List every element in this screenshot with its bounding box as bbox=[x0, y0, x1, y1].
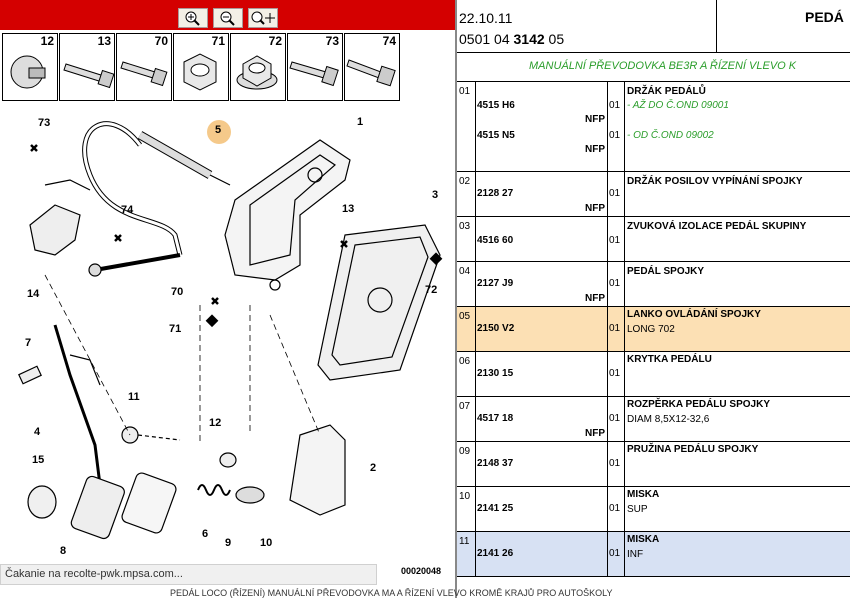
bolt-icon bbox=[289, 61, 339, 87]
status-bar: Čakanie na recolte-pwk.mpsa.com... bbox=[0, 564, 377, 585]
table-row[interactable]: 06 2130 15 01 KRYTKA PEDÁLU bbox=[457, 352, 850, 397]
flange-bolt-icon bbox=[120, 61, 168, 87]
catalog-date: 22.10.11 bbox=[459, 10, 513, 26]
callout-72: 72 bbox=[425, 284, 438, 296]
bottom-strip: PEDÁL LOCO (ŘÍZENÍ) MANUÁLNÍ PŘEVODOVKA … bbox=[170, 588, 613, 598]
callout-3: 3 bbox=[432, 189, 439, 201]
parts-header: 22.10.11 0501 04 3142 05 PEDÁ bbox=[457, 0, 850, 53]
table-row[interactable]: 03 4516 60 01 ZVUKOVÁ IZOLACE PEDÁL SKUP… bbox=[457, 217, 850, 262]
callout-9: 9 bbox=[225, 537, 232, 549]
callout-5: 5 bbox=[215, 124, 222, 136]
callout-74: 74 bbox=[121, 204, 134, 216]
diagram-reference-code: 00020048 bbox=[401, 566, 442, 576]
cap-nut-icon bbox=[10, 55, 46, 89]
callout-13: 13 bbox=[342, 203, 355, 215]
zoom-pan-button[interactable] bbox=[248, 8, 278, 28]
parts-strip: 12 13 70 71 72 73 74 bbox=[2, 33, 400, 101]
part-number: 72 bbox=[268, 34, 282, 48]
part-cell-70[interactable]: 70 bbox=[116, 33, 172, 101]
callout-2: 2 bbox=[370, 462, 377, 474]
zoom-in-icon bbox=[185, 11, 200, 26]
part-cell-12[interactable]: 12 bbox=[2, 33, 58, 101]
exploded-diagram: 73 5 1 74 13 3 14 72 70 71 7 4 11 12 2 1… bbox=[0, 105, 455, 575]
callout-7: 7 bbox=[25, 337, 32, 349]
catalog-code: 0501 04 3142 05 bbox=[459, 31, 565, 47]
diagram-panel: 12 13 70 71 72 73 74 bbox=[0, 0, 455, 585]
part-number: 73 bbox=[325, 34, 339, 48]
toolbar bbox=[0, 0, 455, 30]
hex-nut-icon bbox=[183, 53, 217, 91]
part-cell-74[interactable]: 74 bbox=[344, 33, 400, 101]
zoom-out-button[interactable] bbox=[213, 8, 243, 28]
part-number: 74 bbox=[382, 34, 396, 48]
bolt-icon bbox=[63, 63, 115, 89]
part-cell-71[interactable]: 71 bbox=[173, 33, 229, 101]
part-number: 13 bbox=[97, 34, 111, 48]
callout-70: 70 bbox=[171, 286, 184, 298]
zoom-out-icon bbox=[220, 11, 235, 26]
callout-71: 71 bbox=[169, 323, 182, 335]
part-cell-13[interactable]: 13 bbox=[59, 33, 115, 101]
table-row[interactable]: 01 4515 H6 NFP 4515 N5 NFP 01 01 DRŽÁK P… bbox=[457, 82, 850, 172]
callout-14: 14 bbox=[27, 288, 40, 300]
callout-6: 6 bbox=[202, 528, 209, 540]
callout-1: 1 bbox=[357, 116, 364, 128]
section-subtitle: MANUÁLNÍ PŘEVODOVKA BE3R A ŘÍZENÍ VLEVO … bbox=[457, 53, 850, 82]
callout-12: 12 bbox=[209, 417, 222, 429]
callout-10: 10 bbox=[260, 537, 273, 549]
part-cell-73[interactable]: 73 bbox=[287, 33, 343, 101]
callout-11: 11 bbox=[128, 391, 140, 403]
table-row[interactable]: 09 2148 37 01 PRUŽINA PEDÁLU SPOJKY bbox=[457, 442, 850, 487]
part-cell-72[interactable]: 72 bbox=[230, 33, 286, 101]
page-title: PEDÁ bbox=[805, 9, 844, 25]
part-number: 71 bbox=[211, 34, 225, 48]
parts-list-panel: 22.10.11 0501 04 3142 05 PEDÁ MANUÁLNÍ P… bbox=[457, 0, 850, 598]
highlight-marker bbox=[207, 120, 231, 144]
part-number: 70 bbox=[154, 34, 168, 48]
part-number: 12 bbox=[40, 34, 54, 48]
callout-15: 15 bbox=[32, 454, 45, 466]
callout-4: 4 bbox=[34, 426, 41, 438]
zoom-pan-icon bbox=[251, 11, 275, 25]
panel-divider[interactable] bbox=[455, 0, 457, 598]
pedal-assembly-drawing bbox=[18, 120, 443, 540]
flange-nut-icon bbox=[236, 55, 278, 90]
callout-8: 8 bbox=[60, 545, 67, 557]
zoom-in-button[interactable] bbox=[178, 8, 208, 28]
flange-bolt-icon bbox=[346, 59, 396, 87]
callout-73: 73 bbox=[38, 117, 51, 129]
